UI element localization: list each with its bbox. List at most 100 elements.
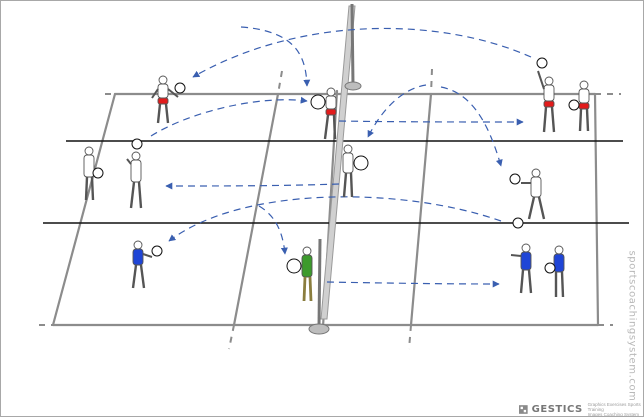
watermark-text: sportscoachingsystem.com	[626, 250, 638, 402]
player-red-4	[578, 80, 590, 132]
net	[308, 3, 362, 335]
arrow-mid-leftward	[165, 182, 340, 190]
divider-left-ext-bottom	[228, 324, 235, 350]
player-leg	[585, 108, 590, 132]
player-leg	[308, 276, 313, 302]
watermark: sportscoachingsystem.com	[623, 250, 641, 402]
player-shorts	[325, 108, 337, 116]
net-pole-base-bottom	[308, 323, 330, 335]
left-sideline	[51, 92, 117, 327]
player-torso	[157, 83, 169, 99]
person-figure-icon	[326, 87, 336, 97]
player-torso	[578, 88, 590, 104]
ball-icon	[310, 94, 326, 110]
arrow-to-coach	[258, 205, 288, 255]
player-shorts	[543, 100, 555, 108]
player-torso	[83, 154, 95, 178]
person-figure-icon	[554, 245, 564, 255]
line-extensions	[39, 68, 621, 350]
arrow-top-right-to-left	[192, 27, 532, 78]
ball-icon	[509, 173, 521, 185]
player-leg	[349, 172, 354, 198]
player-leg	[302, 276, 307, 302]
arrow-arc-to-net	[367, 84, 427, 138]
player-leg	[84, 176, 89, 201]
player-leg	[550, 106, 556, 133]
arrow-coach-to-right	[326, 280, 500, 288]
player-leg	[131, 264, 138, 289]
player-red-3	[537, 70, 556, 133]
player-arm	[167, 88, 179, 98]
player-leg	[519, 269, 525, 294]
person-figure-icon	[579, 80, 589, 90]
person-figure-icon	[133, 240, 143, 250]
player-torso	[130, 159, 142, 183]
ball-icon	[353, 155, 369, 171]
ball-icon	[92, 167, 104, 179]
player-torso	[530, 176, 542, 198]
player-arm	[151, 88, 159, 99]
player-blue-1	[131, 240, 153, 289]
divider-right-ext-top	[430, 68, 433, 95]
player-torso	[132, 248, 144, 266]
ball-icon	[286, 258, 302, 274]
player-leg	[164, 103, 170, 124]
person-figure-icon	[544, 76, 554, 86]
player-leg	[323, 114, 330, 140]
player-torso	[520, 251, 532, 271]
person-figure-icon	[531, 168, 541, 178]
player-torso	[325, 95, 337, 110]
court-divider-left	[232, 92, 280, 327]
player-torso	[553, 253, 565, 273]
arrow-mid-arc-left	[168, 196, 502, 242]
balls	[92, 57, 580, 274]
player-leg	[90, 176, 95, 201]
arrow-top-to-center	[240, 26, 311, 87]
player-torso	[301, 254, 313, 278]
player-arm	[126, 158, 132, 165]
ball-icon	[174, 82, 186, 94]
net-pole-bottom	[317, 238, 322, 328]
player-leg	[156, 103, 162, 124]
gestics-logo-icon	[519, 404, 528, 414]
player-white-2	[126, 151, 143, 209]
person-figure-icon	[84, 146, 94, 156]
brand-tagline-1: Graphics Exercises Sports Training	[587, 401, 641, 412]
arrow-arc-right-down	[440, 86, 503, 167]
person-figure-icon	[343, 144, 353, 154]
player-torso	[342, 152, 354, 174]
player-leg	[527, 196, 536, 220]
player-leg	[332, 114, 337, 140]
divider-left-ext-top	[277, 70, 283, 95]
arrow-left-to-net	[150, 96, 308, 137]
person-figure-icon	[521, 243, 531, 253]
net-pole-base-top	[344, 81, 362, 91]
player-arm	[510, 254, 522, 257]
brand-logo: GESTICS Graphics Exercises Sports Traini…	[519, 402, 643, 416]
player-leg	[537, 196, 546, 220]
brand-tagline: Graphics Exercises Sports Training Image…	[588, 402, 643, 417]
player-leg	[137, 181, 143, 209]
player-arm	[142, 253, 153, 258]
ball-icon	[151, 245, 163, 257]
player-red-2	[316, 87, 337, 140]
brand-name: GESTICS	[531, 403, 583, 415]
player-white-3	[342, 144, 354, 198]
player-arm	[537, 70, 545, 90]
player-blue-2	[510, 243, 533, 294]
arrow-center-to-right	[338, 118, 524, 126]
player-green-coach	[301, 246, 313, 302]
ball-icon	[544, 262, 556, 274]
player-shorts	[157, 97, 169, 105]
player-leg	[578, 108, 583, 132]
ball-icon	[512, 217, 524, 229]
player-white-4	[521, 168, 546, 220]
right-sideline	[593, 92, 600, 327]
player-leg	[342, 172, 348, 198]
player-leg	[560, 271, 565, 298]
player-leg	[527, 269, 533, 294]
player-white-1	[83, 146, 95, 201]
ball-icon	[131, 138, 143, 150]
brand-tagline-2: Images Coaching System	[587, 411, 639, 417]
player-torso	[543, 84, 555, 102]
